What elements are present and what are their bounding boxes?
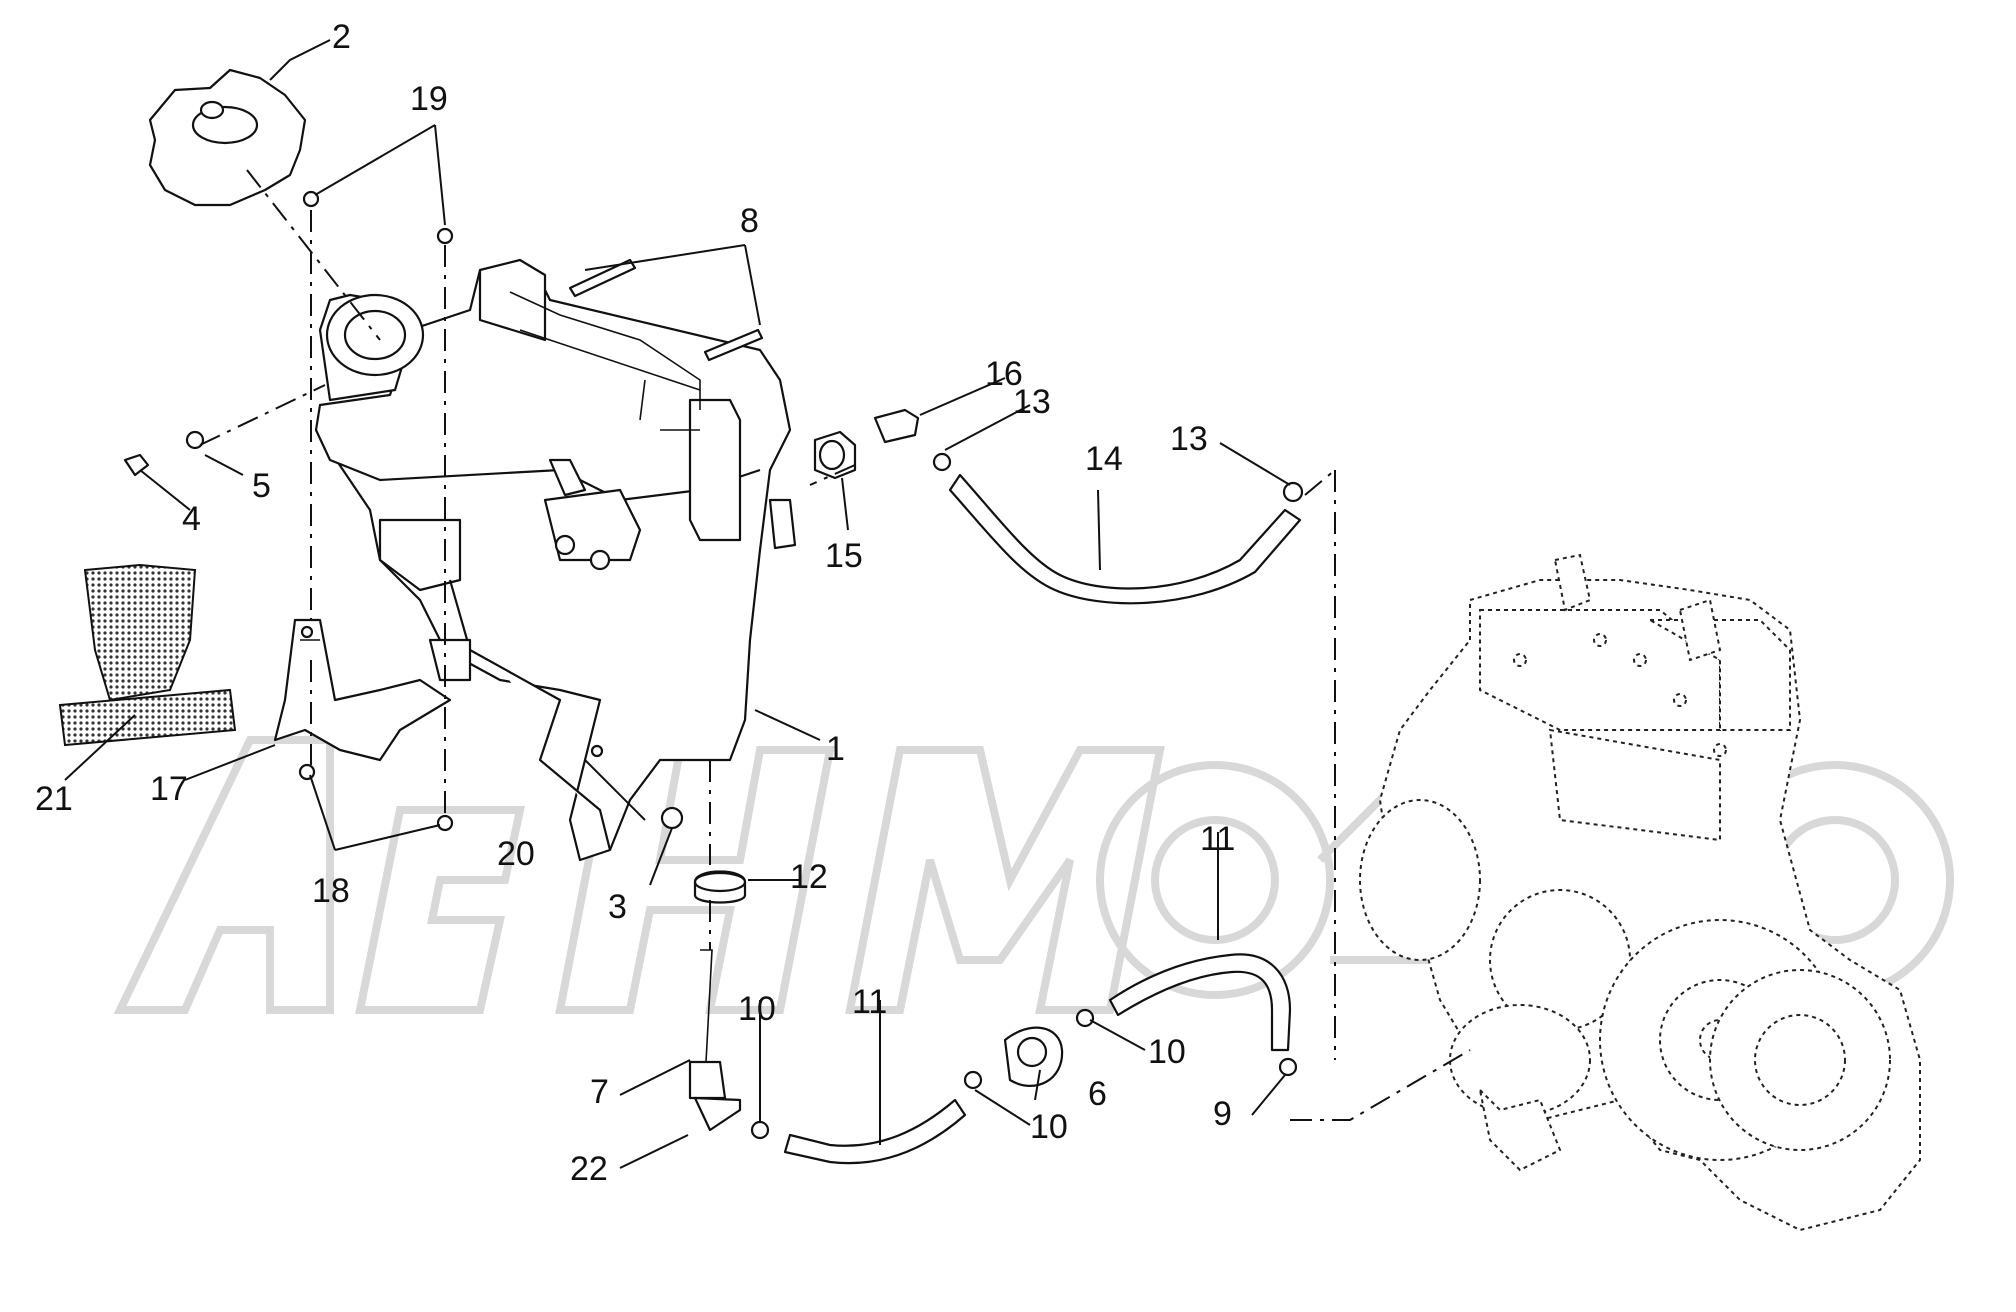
hose-11-left — [783, 1098, 967, 1165]
decal-labels — [568, 258, 764, 362]
label-14: 14 — [1085, 440, 1123, 478]
label-21: 21 — [35, 780, 73, 818]
label-15: 15 — [825, 537, 863, 575]
label-11-right: 11 — [1200, 820, 1235, 858]
oil-tank — [314, 258, 797, 862]
label-16: 16 — [985, 355, 1023, 393]
label-11-left: 11 — [852, 983, 887, 1021]
label-13-right: 13 — [1170, 420, 1208, 458]
small-parts — [123, 190, 1304, 1140]
label-8: 8 — [740, 202, 759, 240]
label-22: 22 — [570, 1150, 608, 1188]
label-9: 9 — [1213, 1095, 1232, 1133]
deflector-bracket — [273, 618, 452, 762]
label-12: 12 — [790, 858, 828, 896]
engine-assembly — [1359, 553, 1921, 1232]
label-17: 17 — [150, 770, 188, 808]
label-3: 3 — [608, 888, 627, 926]
label-5: 5 — [252, 467, 271, 505]
hose-14 — [948, 473, 1302, 605]
label-2: 2 — [332, 18, 351, 56]
label-18: 18 — [312, 872, 350, 910]
label-13-left: 13 — [1013, 383, 1051, 421]
label-19: 19 — [410, 80, 448, 118]
label-4: 4 — [182, 500, 201, 538]
label-10-right: 10 — [1148, 1033, 1186, 1071]
filler-cap — [148, 68, 307, 207]
label-10-left: 10 — [738, 990, 776, 1028]
dotted-mat — [58, 563, 237, 747]
label-1: 1 — [826, 730, 845, 768]
phantom-lines — [199, 169, 1471, 1121]
label-6: 6 — [1088, 1075, 1107, 1113]
hose-11-right — [1108, 953, 1292, 1052]
callout-labels: 2 19 8 16 13 13 14 15 5 4 1 12 3 20 17 1… — [35, 18, 1235, 1188]
label-10-bottom: 10 — [1030, 1108, 1068, 1146]
leader-lines — [64, 39, 1291, 1169]
label-7: 7 — [590, 1073, 609, 1111]
label-20: 20 — [497, 835, 535, 873]
